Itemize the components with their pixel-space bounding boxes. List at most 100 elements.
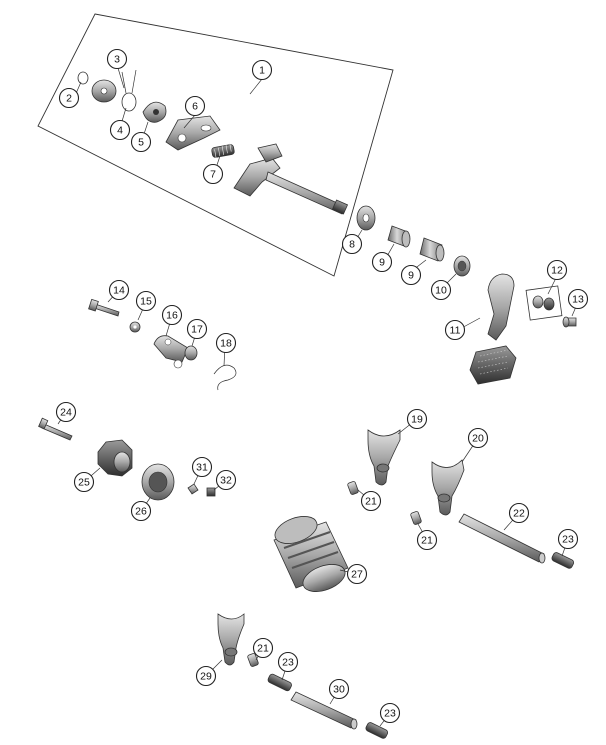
- callout-26: 26: [130, 500, 152, 522]
- svg-text:11: 11: [450, 325, 461, 337]
- svg-text:14: 14: [113, 285, 125, 297]
- callout-24: 24: [55, 401, 77, 423]
- circlip-part: [77, 71, 89, 85]
- callout-20: 20: [467, 427, 489, 449]
- svg-text:6: 6: [192, 101, 198, 113]
- lever-seal-part: [532, 295, 555, 311]
- svg-text:32: 32: [220, 475, 232, 487]
- svg-text:19: 19: [411, 414, 423, 426]
- callout-7: 7: [202, 163, 224, 185]
- svg-text:23: 23: [384, 708, 396, 720]
- svg-text:17: 17: [191, 324, 203, 336]
- svg-text:27: 27: [351, 569, 363, 581]
- nut-part: [206, 487, 216, 497]
- callout-5: 5: [130, 131, 152, 153]
- roller-part: [184, 345, 198, 361]
- bushing-part: [387, 225, 411, 248]
- callout-17: 17: [186, 318, 208, 340]
- washer-part: [129, 321, 141, 333]
- bearing-part: [141, 463, 175, 501]
- callout-21a: 21: [360, 490, 382, 512]
- callout-15: 15: [135, 290, 157, 312]
- svg-text:3: 3: [114, 54, 120, 66]
- svg-text:9: 9: [379, 257, 385, 269]
- svg-text:24: 24: [60, 407, 72, 419]
- callout-19: 19: [406, 408, 428, 430]
- svg-text:18: 18: [220, 338, 232, 350]
- svg-text:10: 10: [435, 285, 447, 297]
- svg-text:1: 1: [259, 65, 265, 77]
- svg-text:9: 9: [408, 270, 414, 282]
- callout-31: 31: [191, 456, 213, 478]
- svg-text:15: 15: [140, 296, 152, 308]
- callout-21c: 21: [252, 637, 274, 659]
- shift-fork-part: [431, 459, 465, 516]
- drum-bolt-part: [38, 417, 73, 441]
- callout-13: 13: [567, 288, 589, 310]
- rail-spring-part: [267, 673, 292, 692]
- lever-small-parts-frame: [525, 285, 563, 321]
- shift-fork-part: [217, 613, 245, 666]
- svg-text:23: 23: [562, 534, 574, 546]
- svg-text:25: 25: [78, 477, 90, 489]
- detent-spring-part: [213, 364, 237, 391]
- svg-text:4: 4: [117, 125, 123, 137]
- svg-text:5: 5: [138, 137, 144, 149]
- callout-29: 29: [195, 665, 217, 687]
- shift-drum-part: [273, 516, 349, 592]
- svg-text:12: 12: [551, 265, 563, 277]
- washer-part: [356, 205, 376, 231]
- callout-2: 2: [58, 87, 80, 109]
- callout-9b: 9: [400, 264, 422, 286]
- callout-27: 27: [346, 563, 368, 585]
- shift-rail-part: [290, 691, 358, 730]
- callout-23a: 23: [557, 528, 579, 550]
- bushing-part: [419, 237, 445, 262]
- callout-23c: 23: [379, 702, 401, 724]
- svg-text:21: 21: [365, 496, 377, 508]
- svg-text:2: 2: [66, 93, 72, 105]
- callout-25: 25: [73, 471, 95, 493]
- svg-text:16: 16: [166, 310, 178, 322]
- svg-text:13: 13: [572, 294, 584, 306]
- spring-guide-part: [142, 101, 167, 123]
- bolt-part: [88, 298, 120, 317]
- torsion-spring-part: [121, 69, 137, 112]
- svg-text:23: 23: [282, 657, 294, 669]
- callout-21b: 21: [416, 529, 438, 551]
- callout-30: 30: [328, 678, 350, 700]
- shift-drum-locating-part: [97, 439, 133, 477]
- svg-text:7: 7: [210, 169, 216, 181]
- svg-text:8: 8: [349, 239, 355, 251]
- svg-text:21: 21: [421, 535, 433, 547]
- locking-lever-part: [153, 335, 189, 369]
- shift-lever-part: [469, 273, 517, 385]
- callout-3: 3: [106, 48, 128, 70]
- shift-shaft-assembly-frame: [37, 13, 394, 277]
- rail-spring-part: [551, 552, 575, 569]
- pin-part: [187, 483, 199, 495]
- svg-text:30: 30: [333, 684, 345, 696]
- callout-8: 8: [341, 233, 363, 255]
- shift-plate-part: [165, 115, 221, 151]
- svg-text:29: 29: [200, 671, 212, 683]
- rail-spring-part: [365, 722, 389, 739]
- callout-6: 6: [184, 95, 206, 117]
- washer-part: [91, 79, 117, 103]
- callout-4: 4: [109, 119, 131, 141]
- svg-text:26: 26: [135, 506, 147, 518]
- guide-pin-part: [410, 511, 422, 525]
- svg-text:22: 22: [513, 508, 525, 520]
- guide-pin-part: [347, 481, 359, 495]
- callout-22: 22: [508, 502, 530, 524]
- compression-spring-part: [211, 142, 235, 159]
- shift-rail-part: [458, 513, 546, 564]
- svg-text:21: 21: [257, 643, 269, 655]
- shift-shaft-part: [233, 143, 349, 215]
- callout-12: 12: [546, 259, 568, 281]
- callout-9a: 9: [371, 251, 393, 273]
- callout-23b: 23: [277, 651, 299, 673]
- seal-ring-part: [453, 255, 471, 277]
- svg-text:20: 20: [472, 433, 484, 445]
